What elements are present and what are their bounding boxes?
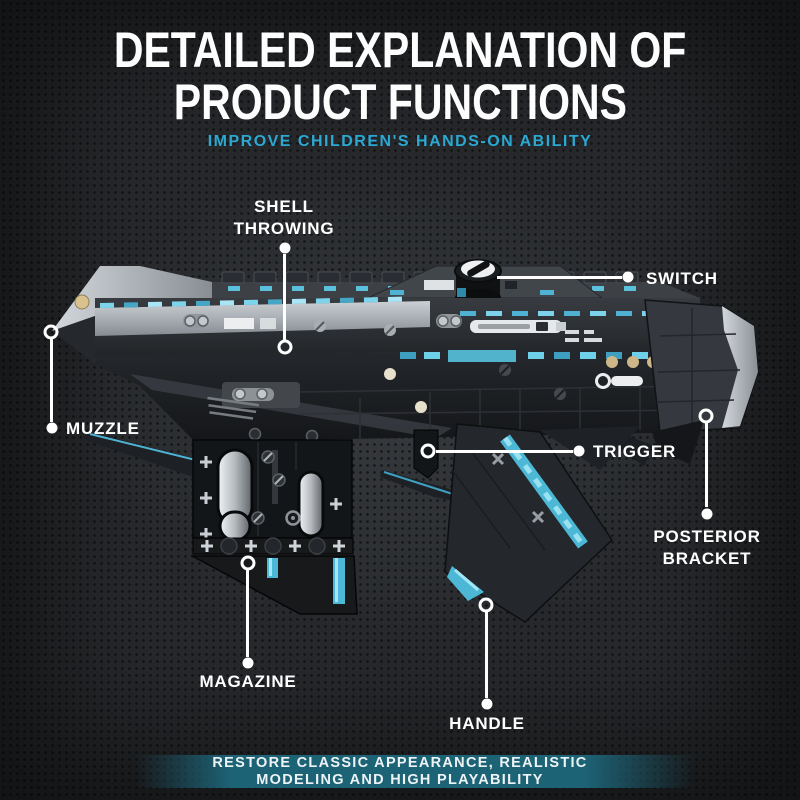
bottom-banner: RESTORE CLASSIC APPEARANCE, REALISTIC MO… [0,755,800,788]
gun-stock [615,299,759,466]
callout-line-handle [485,612,488,698]
gun-posterior-bracket [652,420,704,464]
page-title-line-1: DETAILED EXPLANATION OF [113,22,687,78]
callout-label-posterior-bracket: POSTERIOR BRACKET [653,527,761,568]
callout-label-handle: HANDLE [449,714,525,733]
callout-label-muzzle: MUZZLE [66,419,140,438]
gun-lower-receiver [95,348,700,443]
callout-line-posterior-bracket [705,423,708,507]
callout-dot-handle [481,698,493,710]
callout-label-switch: SWITCH [646,269,718,288]
callout-dot-magazine [242,657,254,669]
callout-dot-switch [622,271,634,283]
banner-line-2: MODELING AND HIGH PLAYABILITY [256,771,544,788]
callout-label-magazine: MAGAZINE [199,672,297,691]
gun-handle [444,423,640,623]
callout-dot-shell-throwing [279,242,291,254]
callout-ring-muzzle [43,324,59,340]
page-title-line-2: PRODUCT FUNCTIONS [173,74,627,130]
page-subtitle: IMPROVE CHILDREN'S HANDS-ON ABILITY [207,133,593,150]
callout-ring-posterior-bracket [698,408,714,424]
gun-magazine [190,439,358,615]
callout-dot-muzzle [46,422,58,434]
callout-dot-trigger [573,445,585,457]
page-header: DETAILED EXPLANATION OF PRODUCT FUNCTION… [0,24,800,151]
callout-dot-posterior-bracket [701,508,713,520]
gun-upper-receiver [95,296,700,356]
callout-ring-handle [478,597,494,613]
callout-line-magazine [246,570,249,657]
callout-ring-trigger [420,443,436,459]
callout-line-trigger [436,450,573,453]
callout-ring-shell-throwing [277,339,293,355]
banner-line-1: RESTORE CLASSIC APPEARANCE, REALISTIC [212,755,588,771]
callout-label-shell-throwing: SHELL THROWING [233,197,335,238]
callout-ring-magazine [240,555,256,571]
callout-line-shell-throwing [283,254,286,340]
callout-line-switch [497,276,622,279]
callout-label-trigger: TRIGGER [593,442,677,461]
callout-line-muzzle [50,339,53,422]
